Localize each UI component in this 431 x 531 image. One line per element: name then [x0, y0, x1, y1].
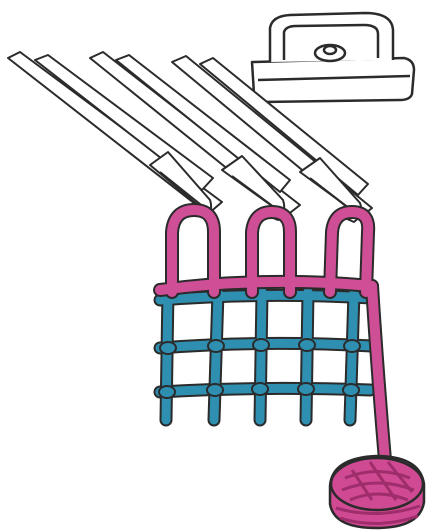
- iron-icon: [252, 13, 414, 102]
- yarn-ball-icon: [330, 456, 424, 528]
- blue-mesh: [159, 290, 372, 420]
